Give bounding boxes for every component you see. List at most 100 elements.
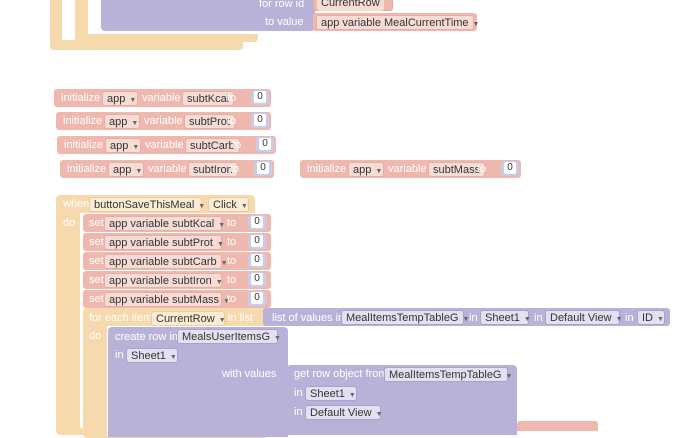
number-block[interactable]: 0 — [251, 90, 269, 105]
component-chip[interactable]: buttonSaveThisMeal▼ — [89, 197, 205, 212]
create-row-sheet-chip[interactable]: Sheet1▼ — [126, 348, 178, 363]
chevron-down-icon: ▼ — [505, 373, 513, 380]
scope-chip[interactable]: app▼ — [102, 91, 138, 106]
create-row-label: create row in — [115, 331, 178, 343]
current-row-value: CurrentRow — [317, 0, 384, 11]
when-label: when — [63, 198, 90, 210]
for-each-item-chip[interactable]: CurrentRow▼ — [151, 311, 226, 326]
number-value[interactable]: 0 — [251, 235, 263, 247]
variable-name-label: subtMass — [433, 164, 481, 176]
set-variable-block[interactable]: set app variable subtIron▼ to 0 — [83, 271, 271, 289]
variable-name-chip[interactable]: subtCarb — [185, 138, 240, 153]
variable-name-chip[interactable]: subtProt — [184, 114, 235, 129]
for-each-item-label: CurrentRow — [156, 313, 215, 325]
number-block[interactable]: 0 — [248, 272, 266, 287]
set-variable-block[interactable]: set app variable subtMass▼ to 0 — [83, 290, 271, 308]
chevron-down-icon: ▼ — [132, 144, 140, 151]
partial-block-bottom-edge — [517, 421, 598, 431]
list-view-label: Default View — [550, 312, 612, 324]
set-to-label: to — [227, 217, 237, 229]
number-value[interactable]: 0 — [251, 273, 263, 285]
scope-chip[interactable]: app▼ — [105, 138, 141, 153]
to-label: to — [230, 163, 240, 175]
number-value[interactable]: 0 — [259, 138, 271, 150]
set-variable-block[interactable]: set app variable subtProt▼ to 0 — [83, 233, 271, 251]
scope-chip[interactable]: app▼ — [108, 162, 144, 177]
chevron-down-icon: ▼ — [472, 21, 480, 28]
get-row-table-chip[interactable]: MealItemsTempTableG▼ — [384, 367, 512, 382]
set-target-label: app variable subtProt — [109, 237, 213, 249]
scope-chip[interactable]: app▼ — [104, 114, 140, 129]
initialize-block[interactable]: initialize app▼ variable subtMass to 0 — [300, 160, 521, 178]
number-block[interactable]: 0 — [248, 234, 266, 249]
set-target-chip[interactable]: app variable subtProt▼ — [104, 235, 224, 250]
create-row-table-chip[interactable]: MealsUserItemsG▼ — [177, 329, 281, 344]
update-row-block[interactable] — [101, 0, 315, 31]
app-variable-meal-current-time[interactable]: app variable MealCurrentTime▼ — [316, 15, 479, 30]
number-block[interactable]: 0 — [248, 291, 266, 306]
number-block[interactable]: 0 — [501, 161, 519, 176]
initialize-block[interactable]: initialize app▼ variable subtCarb to 0 — [57, 136, 276, 154]
chevron-down-icon: ▼ — [216, 241, 224, 248]
set-variable-block[interactable]: set app variable subtCarb▼ to 0 — [83, 252, 271, 270]
create-row-block[interactable] — [108, 327, 288, 437]
chevron-down-icon: ▼ — [218, 317, 226, 324]
set-target-chip[interactable]: app variable subtIron▼ — [104, 273, 223, 288]
scope-label: app — [107, 93, 126, 105]
number-value[interactable]: 0 — [251, 292, 263, 304]
list-column-chip[interactable]: ID▼ — [637, 310, 665, 325]
initialize-block[interactable]: initialize app▼ variable subtKcal to 0 — [54, 89, 271, 107]
chevron-down-icon: ▼ — [169, 354, 177, 361]
initialize-label: initialize — [307, 163, 347, 175]
for-each-do-label: do — [89, 330, 102, 342]
number-block[interactable]: 0 — [251, 113, 269, 128]
event-chip-label: Click — [213, 199, 237, 211]
number-value[interactable]: 0 — [254, 91, 266, 103]
chevron-down-icon: ▼ — [135, 168, 143, 175]
variable-label: variable — [144, 115, 183, 127]
initialize-block[interactable]: initialize app▼ variable subtProt to 0 — [56, 112, 271, 130]
list-in-2-label: in — [534, 312, 543, 324]
set-target-label: app variable subtIron — [109, 275, 212, 287]
to-label: to — [232, 139, 242, 151]
number-block[interactable]: 0 — [254, 161, 272, 176]
chevron-down-icon: ▼ — [274, 335, 281, 342]
set-target-chip[interactable]: app variable subtKcal▼ — [104, 216, 225, 231]
number-block[interactable]: 0 — [248, 215, 266, 230]
list-table-chip[interactable]: MealItemsTempTableG▼ — [341, 310, 469, 325]
set-to-label: to — [227, 293, 237, 305]
number-value[interactable]: 0 — [251, 216, 263, 228]
variable-label: variable — [388, 163, 427, 175]
initialize-block[interactable]: initialize app▼ variable subtIron to 0 — [60, 160, 274, 178]
number-block[interactable]: 0 — [256, 137, 274, 152]
list-in-3-label: in — [625, 312, 634, 324]
variable-name-chip[interactable]: subtKcal — [182, 91, 235, 106]
set-label: set — [89, 255, 104, 267]
number-value[interactable]: 0 — [504, 162, 516, 174]
list-sheet-chip[interactable]: Sheet1▼ — [480, 310, 531, 325]
number-value[interactable]: 0 — [257, 162, 269, 174]
scope-chip[interactable]: app▼ — [348, 162, 384, 177]
current-row-chip[interactable]: CurrentRow — [313, 0, 393, 11]
set-label: set — [89, 274, 104, 286]
get-row-view-label: Default View — [310, 407, 372, 419]
variable-name-label: subtIron — [193, 164, 233, 176]
set-variable-block[interactable]: set app variable subtKcal▼ to 0 — [83, 214, 271, 232]
number-value[interactable]: 0 — [254, 114, 266, 126]
variable-label: variable — [148, 163, 187, 175]
initialize-label: initialize — [61, 92, 101, 104]
set-target-chip[interactable]: app variable subtMass▼ — [104, 292, 230, 307]
set-target-chip[interactable]: app variable subtCarb▼ — [104, 254, 228, 269]
event-chip[interactable]: Click▼ — [208, 197, 249, 212]
number-value[interactable]: 0 — [251, 254, 263, 266]
variable-name-chip[interactable]: subtMass — [428, 162, 486, 177]
initialize-label: initialize — [67, 163, 107, 175]
list-view-chip[interactable]: Default View▼ — [545, 310, 623, 325]
chevron-down-icon: ▼ — [240, 203, 248, 210]
variable-name-chip[interactable]: subtIron — [188, 162, 238, 177]
get-row-sheet-chip[interactable]: Sheet1▼ — [305, 386, 357, 401]
variable-label: variable — [142, 92, 181, 104]
chevron-down-icon: ▼ — [223, 298, 230, 305]
number-block[interactable]: 0 — [248, 253, 266, 268]
get-row-view-chip[interactable]: Default View▼ — [305, 405, 383, 420]
